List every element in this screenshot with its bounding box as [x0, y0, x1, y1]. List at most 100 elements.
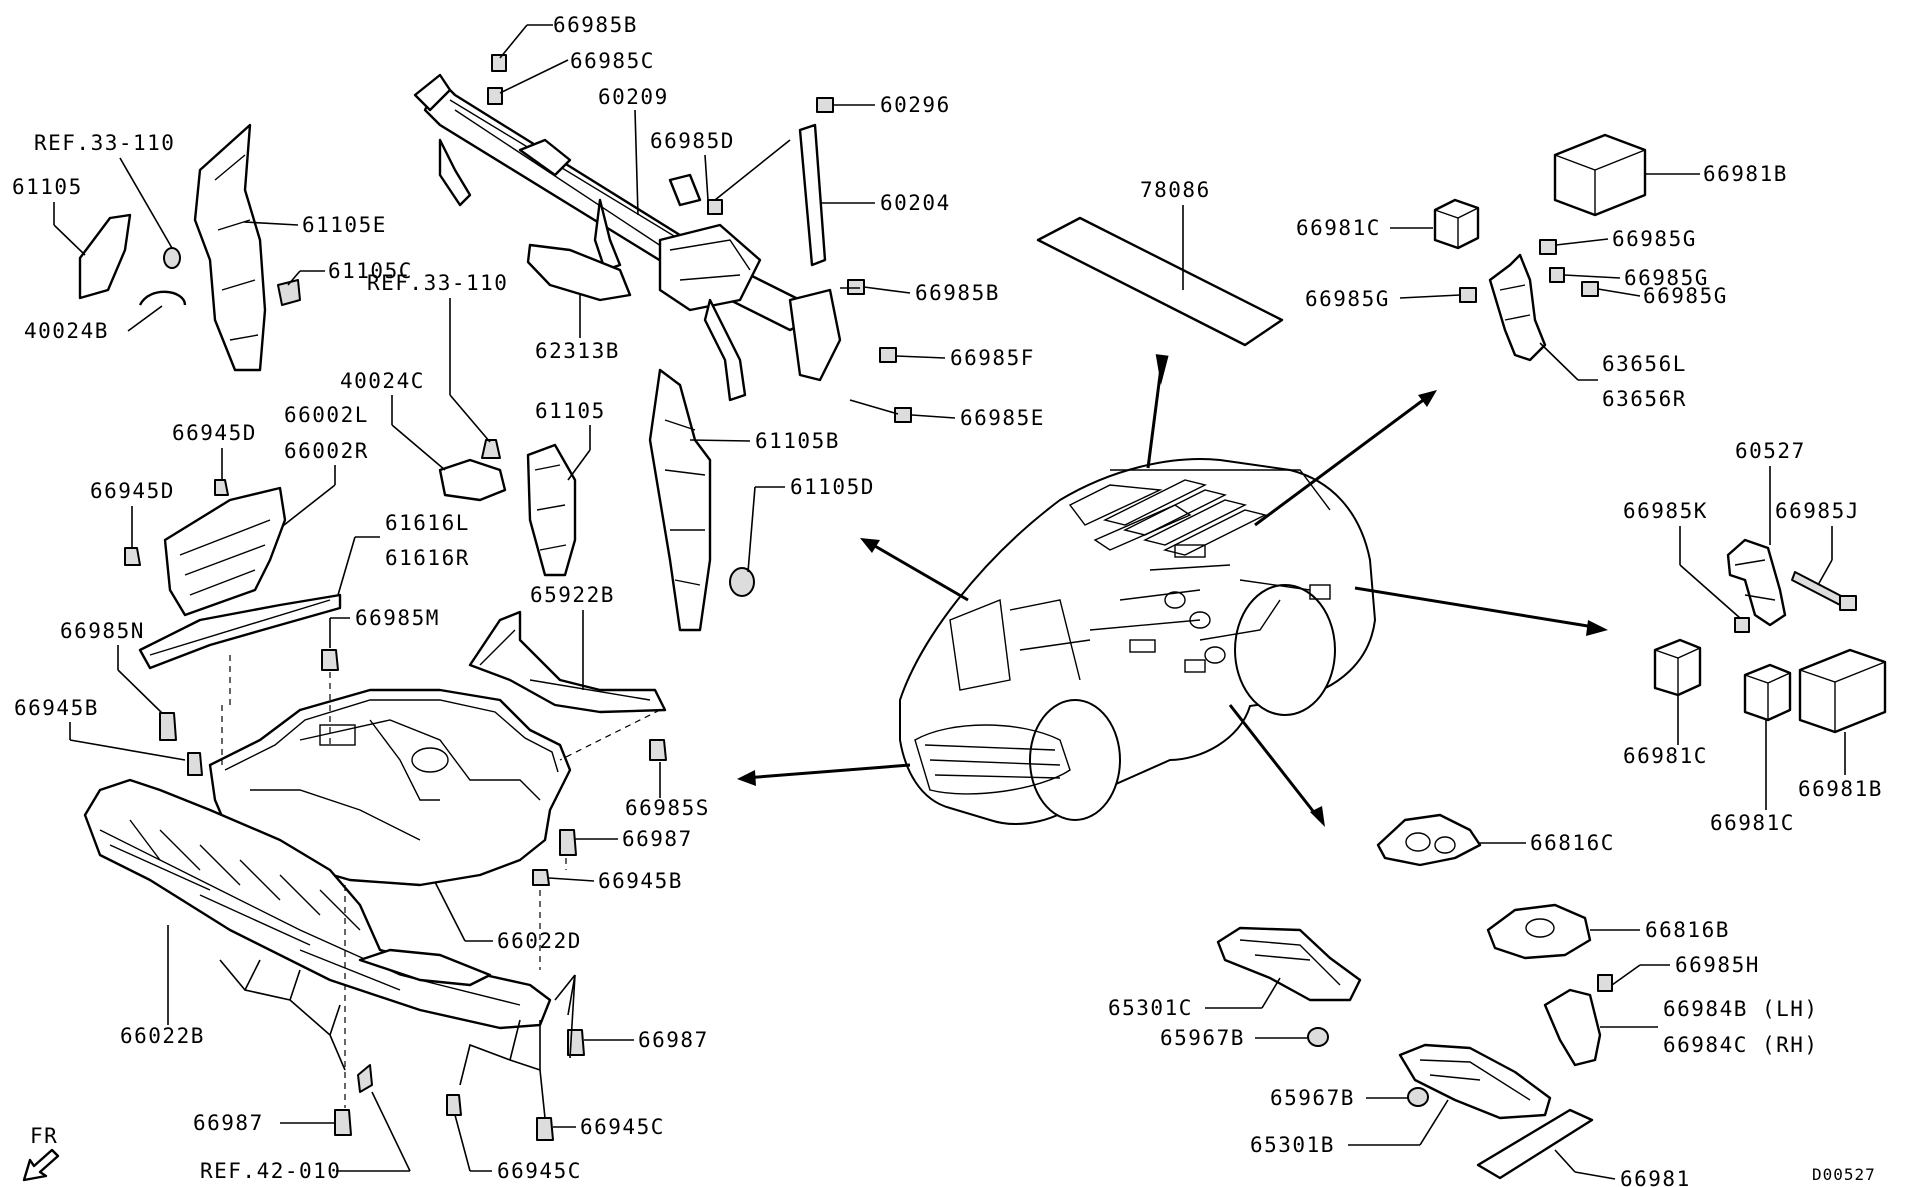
label-61105D: 61105D: [790, 475, 875, 499]
front-undercover-66022B: [83, 778, 552, 1030]
label-FR: FR: [30, 1124, 58, 1148]
parts-right-middle: [1653, 538, 1887, 734]
label-66002R: 66002R: [284, 439, 369, 463]
bracket-lines: [219, 959, 576, 1119]
part-66002: [163, 486, 287, 617]
label-66945C-1: 66945C: [497, 1159, 582, 1183]
label-66984C: 66984C (RH): [1663, 1033, 1819, 1057]
label-65967B-2: 65967B: [1270, 1086, 1355, 1110]
label-66985C: 66985C: [570, 49, 655, 73]
part-60527-bracket: [1726, 538, 1787, 627]
label-61105B: 61105B: [755, 429, 840, 453]
part-66981-strip: [1476, 1108, 1594, 1180]
part-65922B: [468, 610, 667, 714]
label-66985H: 66985H: [1675, 953, 1760, 977]
labels-right-middle: 60527 66985K 66985J 66981C 66981C 66981B: [1623, 439, 1883, 835]
label-66985E: 66985E: [960, 406, 1045, 430]
label-66985N: 66985N: [60, 619, 145, 643]
bolts-top: [487, 54, 912, 423]
labels-bottom-right: 66816C 66816B 66985H 66984B (LH) 66984C …: [1108, 831, 1876, 1187]
label-65967B-1: 65967B: [1160, 1026, 1245, 1050]
label-66816C: 66816C: [1530, 831, 1615, 855]
label-66002L: 66002L: [284, 403, 369, 427]
label-66985D: 66985D: [650, 129, 735, 153]
label-78086: 78086: [1140, 178, 1211, 202]
label-66981C-2: 66981C: [1623, 744, 1708, 768]
labels-bottom-left: 66987 66945B 66022D 66022B 66987 66987 R…: [120, 827, 709, 1183]
rear-wheel: [1234, 584, 1336, 716]
label-66987-3: 66987: [193, 1111, 264, 1135]
part-61105E: [193, 123, 267, 372]
part-40024C: [438, 458, 507, 502]
label-61105-a: 61105: [12, 175, 83, 199]
label-66945B-1: 66945B: [14, 696, 99, 720]
roof-panels: [1068, 479, 1268, 556]
label-60296: 60296: [880, 93, 951, 117]
parts-middle-left: [124, 368, 755, 776]
label-65301C: 65301C: [1108, 996, 1193, 1020]
part-66981C-top: [1433, 198, 1480, 250]
label-60209: 60209: [598, 85, 669, 109]
label-61616L: 61616L: [385, 511, 470, 535]
label-66985S: 66985S: [625, 796, 710, 820]
dashed-lines: [221, 655, 661, 1108]
parts-top-left: [78, 123, 507, 502]
label-ref33-110-b: REF.33-110: [367, 271, 508, 295]
label-66945D-1: 66945D: [172, 421, 257, 445]
label-61105E: 61105E: [302, 213, 387, 237]
part-66981B-mid: [1798, 648, 1887, 734]
part-66981B-top: [1553, 133, 1647, 217]
label-61105C: 61105C: [328, 259, 413, 283]
parts-top-right: [1433, 133, 1647, 362]
engine-undercover-66022D: [208, 688, 572, 887]
label-40024B: 40024B: [24, 319, 109, 343]
label-66022D: 66022D: [497, 929, 582, 953]
label-66981B-1: 66981B: [1703, 162, 1788, 186]
part-66984-bracket: [1543, 988, 1602, 1067]
part-61105-left: [78, 213, 132, 300]
label-66985M: 66985M: [355, 606, 440, 630]
label-65922B: 65922B: [530, 583, 615, 607]
part-66816B: [1486, 903, 1592, 960]
label-66987-2: 66987: [638, 1028, 709, 1052]
label-ref42-010: REF.42-010: [200, 1159, 341, 1183]
label-66022B: 66022B: [120, 1024, 205, 1048]
label-60204: 60204: [880, 191, 951, 215]
label-66945B-2: 66945B: [598, 869, 683, 893]
label-66984B: 66984B (LH): [1663, 997, 1819, 1021]
label-66985G-1: 66985G: [1612, 227, 1697, 251]
front-wheel: [1029, 699, 1121, 821]
part-61105B: [648, 368, 712, 632]
label-66981B-2: 66981B: [1798, 777, 1883, 801]
vehicle-overview-drawing: [899, 458, 1377, 825]
label-66945C-2: 66945C: [580, 1115, 665, 1139]
labels-top-right: 66981B 66981C 66985G 66985G 66985G 66985…: [1296, 162, 1788, 411]
part-78086-insulator: [1036, 216, 1284, 347]
label-60527: 60527: [1735, 439, 1806, 463]
diagram-id: D00527: [1812, 1165, 1876, 1184]
front-direction-indicator: FR: [22, 1124, 60, 1182]
instrument-panel-reinforcement: [413, 73, 842, 402]
label-66816B: 66816B: [1645, 918, 1730, 942]
label-66987-1: 66987: [622, 827, 693, 851]
part-65301B: [1398, 1043, 1552, 1120]
label-63656R: 63656R: [1602, 387, 1687, 411]
label-66985F: 66985F: [950, 346, 1035, 370]
label-66985B: 66985B: [915, 281, 1000, 305]
part-62313B: [526, 243, 632, 302]
label-66981C-3: 66981C: [1710, 811, 1795, 835]
label-66985G-2: 66985G: [1624, 266, 1709, 290]
label-66985J: 66985J: [1775, 499, 1860, 523]
label-66981: 66981: [1620, 1167, 1691, 1187]
label-66985G-4: 66985G: [1643, 284, 1728, 308]
label-61105-b: 61105: [535, 399, 606, 423]
label-ref33-110-a: REF.33-110: [34, 131, 175, 155]
pointer-arrows: [737, 354, 1608, 827]
label-61616R: 61616R: [385, 546, 470, 570]
parts-bottom-right: [1216, 813, 1613, 1180]
label-66985B-top: 66985B: [553, 13, 638, 37]
part-61616: [138, 593, 342, 670]
label-65301B: 65301B: [1250, 1133, 1335, 1157]
labels-middle-left: 61105 61105B 61105D 61616L 61616R 66985N…: [14, 399, 875, 820]
